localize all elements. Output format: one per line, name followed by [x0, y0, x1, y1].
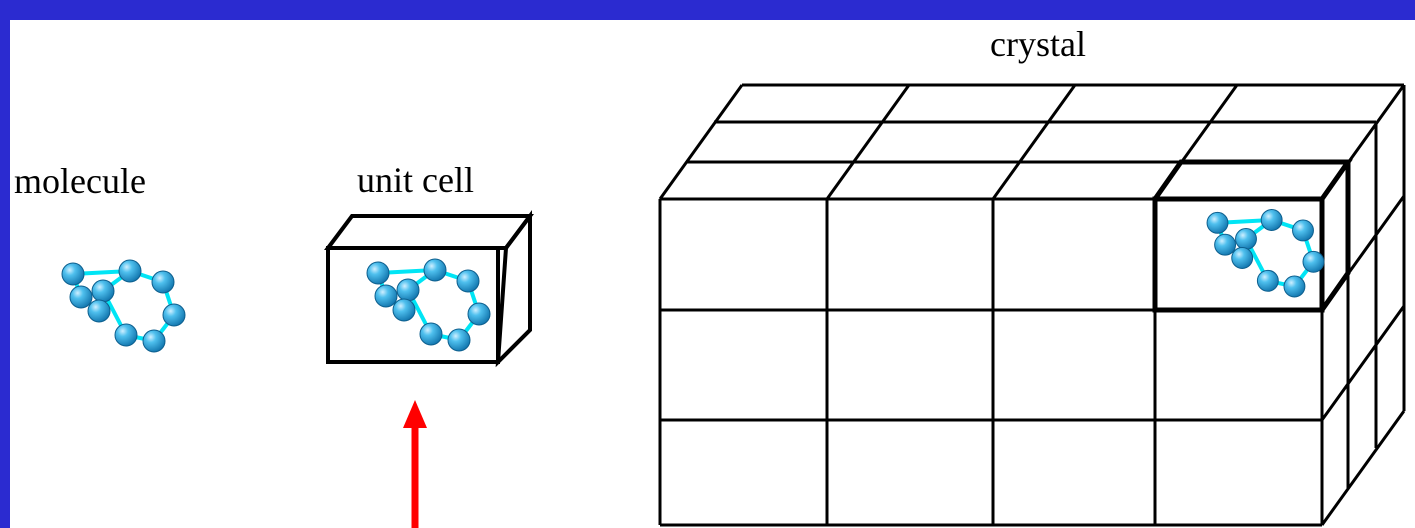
atom: [1303, 251, 1324, 272]
atom: [1257, 270, 1278, 291]
unit-cell-side-face: [498, 216, 530, 362]
crystal-line: [1322, 306, 1404, 420]
atom: [143, 330, 165, 352]
atom: [393, 299, 415, 321]
atom: [1236, 229, 1257, 250]
atom: [420, 323, 442, 345]
atom: [1215, 234, 1236, 255]
atom: [457, 270, 479, 292]
atom: [115, 324, 137, 346]
atom: [367, 262, 389, 284]
arrow-up-icon: [403, 400, 427, 528]
atom: [468, 303, 490, 325]
unit-cell-molecule: [367, 259, 490, 351]
atom: [424, 259, 446, 281]
atom: [448, 329, 470, 351]
atom: [70, 286, 92, 308]
atom: [1293, 220, 1314, 241]
crystal-line: [1322, 411, 1404, 525]
crystal-line: [660, 85, 742, 199]
atom: [1207, 212, 1228, 233]
atom: [1261, 210, 1282, 231]
crystal-line: [827, 85, 909, 199]
crystal-lattice: [660, 85, 1404, 525]
atom: [92, 280, 114, 302]
diagram-frame: molecule unit cell crystal: [10, 20, 1415, 528]
atom: [375, 285, 397, 307]
atom: [62, 263, 84, 285]
crystal-molecule: [1207, 210, 1324, 297]
molecule-icon: [62, 260, 185, 352]
atom: [152, 271, 174, 293]
atom: [119, 260, 141, 282]
unit-cell-top-face: [328, 216, 530, 248]
diagram-art: [10, 20, 1415, 528]
atom: [88, 300, 110, 322]
crystal-line: [993, 85, 1075, 199]
atom: [1284, 276, 1305, 297]
atom: [1232, 248, 1253, 269]
atom: [163, 304, 185, 326]
atom: [397, 279, 419, 301]
